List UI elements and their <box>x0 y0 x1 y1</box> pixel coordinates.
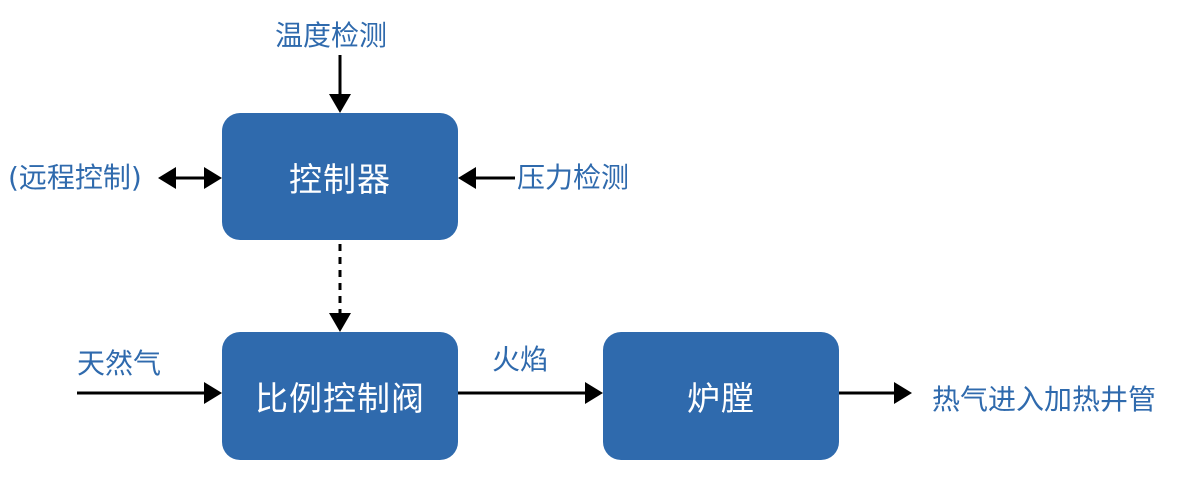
pressure-detection-label: 压力检测 <box>517 161 630 194</box>
remote-control-label: (远程控制) <box>8 161 142 194</box>
arrowhead-gas-to-valve <box>204 382 222 404</box>
arrowhead-pressure-to-controller <box>458 167 476 189</box>
hot-gas-output-label: 热气进入加热井管 <box>932 383 1157 416</box>
natural-gas-label: 天然气 <box>77 347 162 380</box>
temperature-detection-label: 温度检测 <box>275 19 388 52</box>
furnace-box: 炉膛 <box>603 332 839 460</box>
arrowhead-remote-left <box>158 167 176 189</box>
proportional-control-valve-box: 比例控制阀 <box>222 332 458 460</box>
flame-label: 火焰 <box>492 343 549 376</box>
arrowhead-valve-to-furnace <box>585 382 603 404</box>
arrowhead-controller-to-valve <box>329 313 351 332</box>
valve-label: 比例控制阀 <box>255 379 425 418</box>
arrowhead-remote-right <box>204 167 222 189</box>
controller-label: 控制器 <box>289 159 391 199</box>
furnace-label: 炉膛 <box>687 379 755 418</box>
arrowhead-temperature-to-controller <box>329 94 351 113</box>
controller-box: 控制器 <box>222 113 458 240</box>
arrowhead-furnace-to-output <box>894 382 912 404</box>
